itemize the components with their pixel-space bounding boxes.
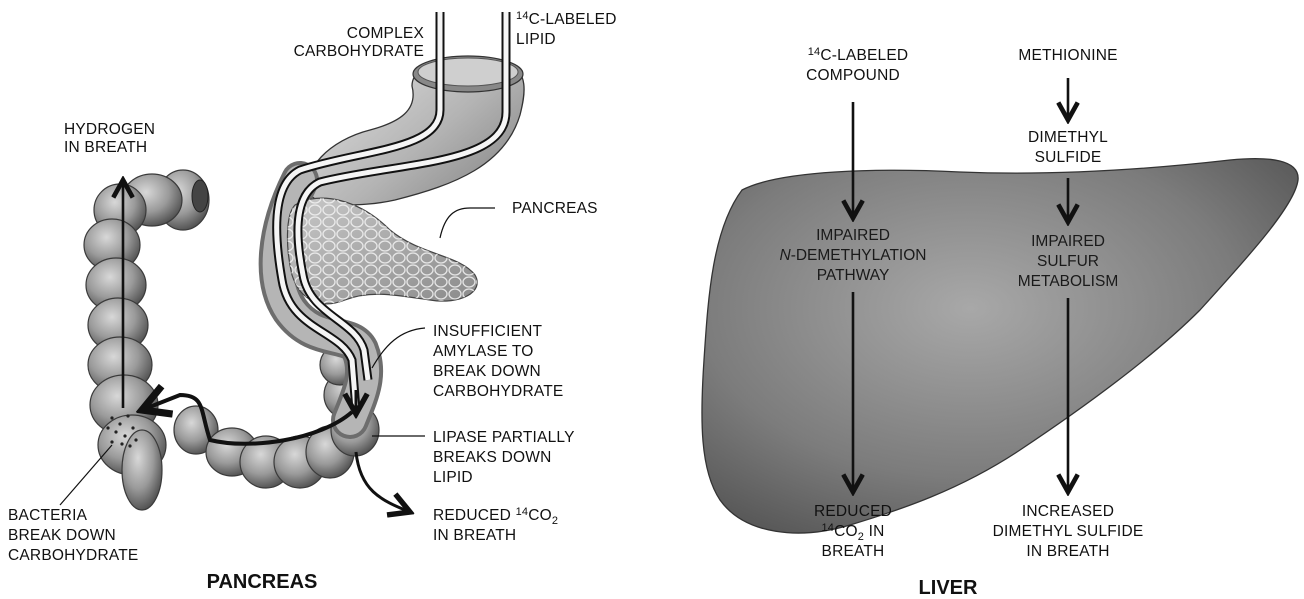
pancreas-organ-label: PANCREAS (512, 200, 598, 217)
reduced-co2-line1: REDUCED 14CO2 (433, 506, 558, 527)
bacteria-line2: BREAK DOWN (8, 527, 116, 544)
insufficient-amylase-label: INSUFFICIENT AMYLASE TO (433, 323, 543, 360)
complex-carbohydrate-line1: COMPLEX (347, 25, 425, 42)
labeled-compound-label: 14C-LABELED COMPOUND (806, 46, 908, 84)
sulfur-line3: METABOLISM (1018, 273, 1118, 290)
liver-illustration (702, 159, 1298, 533)
bacteria-line1: BACTERIA (8, 507, 88, 524)
pancreas-leader (440, 208, 495, 238)
reduced-co2-line2: IN BREATH (433, 527, 516, 544)
complex-carbohydrate-line2: CARBOHYDRATE (294, 43, 424, 60)
labeled-lipid-line1: 14C-LABELED (516, 10, 617, 28)
liver-co2-line1: REDUCED (814, 503, 892, 520)
lipase-label: LIPASE PARTIALLY BREAKS DOWN LIPID (433, 429, 575, 486)
dimethyl-sulfide-line2: SULFIDE (1035, 149, 1102, 166)
bacteria-line3: CARBOHYDRATE (8, 547, 138, 564)
ndemethylation-line1: IMPAIRED (816, 227, 890, 244)
insufficient-amylase-label-cont: BREAK DOWN CARBOHYDRATE (433, 363, 563, 400)
pancreas-organ (287, 198, 477, 304)
liver-co2-line2: 14CO2 IN (821, 522, 884, 543)
dimethyl-sulfide-line1: DIMETHYL (1028, 129, 1108, 146)
liver-panel: 14C-LABELED COMPOUND METHIONINE DIMETHYL… (702, 46, 1298, 599)
hydrogen-line2: IN BREATH (64, 139, 147, 156)
lipase-line1: LIPASE PARTIALLY (433, 429, 575, 446)
hydrogen-label: HYDROGEN IN BREATH (64, 121, 155, 156)
sulfur-line1: IMPAIRED (1031, 233, 1105, 250)
amylase-line1: INSUFFICIENT (433, 323, 543, 340)
bacteria-leader (60, 445, 112, 505)
liver-reduced-co2-label: REDUCED 14CO2 IN BREATH (814, 503, 892, 560)
complex-carbohydrate-label: COMPLEX CARBOHYDRATE (294, 25, 425, 60)
pancreas-title: PANCREAS (207, 571, 318, 593)
reduced-co2-label: REDUCED 14CO2 IN BREATH (433, 506, 558, 544)
increased-dms-line2: DIMETHYL SULFIDE (993, 523, 1144, 540)
labeled-lipid-line2: LIPID (516, 31, 556, 48)
increased-dms-label: INCREASED DIMETHYL SULFIDE IN BREATH (993, 503, 1144, 560)
lipase-line3: LIPID (433, 469, 473, 486)
amylase-line4: CARBOHYDRATE (433, 383, 563, 400)
hydrogen-line1: HYDROGEN (64, 121, 155, 138)
labeled-lipid-label: 14C-LABELED LIPID (516, 10, 617, 48)
lipase-line2: BREAKS DOWN (433, 449, 551, 466)
bacteria-label: BACTERIA BREAK DOWN CARBOHYDRATE (8, 507, 138, 564)
ndemethylation-line3: PATHWAY (817, 267, 890, 284)
pancreas-panel: COMPLEX CARBOHYDRATE 14C-LABELED LIPID H… (8, 10, 617, 593)
dimethyl-sulfide-label: DIMETHYL SULFIDE (1028, 129, 1108, 166)
increased-dms-line1: INCREASED (1022, 503, 1114, 520)
liver-title: LIVER (919, 577, 978, 599)
ndemethylation-line2: N-DEMETHYLATION (780, 247, 927, 264)
amylase-line3: BREAK DOWN (433, 363, 541, 380)
amylase-line2: AMYLASE TO (433, 343, 534, 360)
labeled-compound-line2: COMPOUND (806, 67, 900, 84)
increased-dms-line3: IN BREATH (1026, 543, 1109, 560)
methionine-label: METHIONINE (1018, 47, 1117, 64)
sulfur-line2: SULFUR (1037, 253, 1099, 270)
co2-arrow (356, 452, 410, 512)
labeled-compound-line1: 14C-LABELED (808, 46, 909, 64)
liver-co2-line3: BREATH (822, 543, 885, 560)
